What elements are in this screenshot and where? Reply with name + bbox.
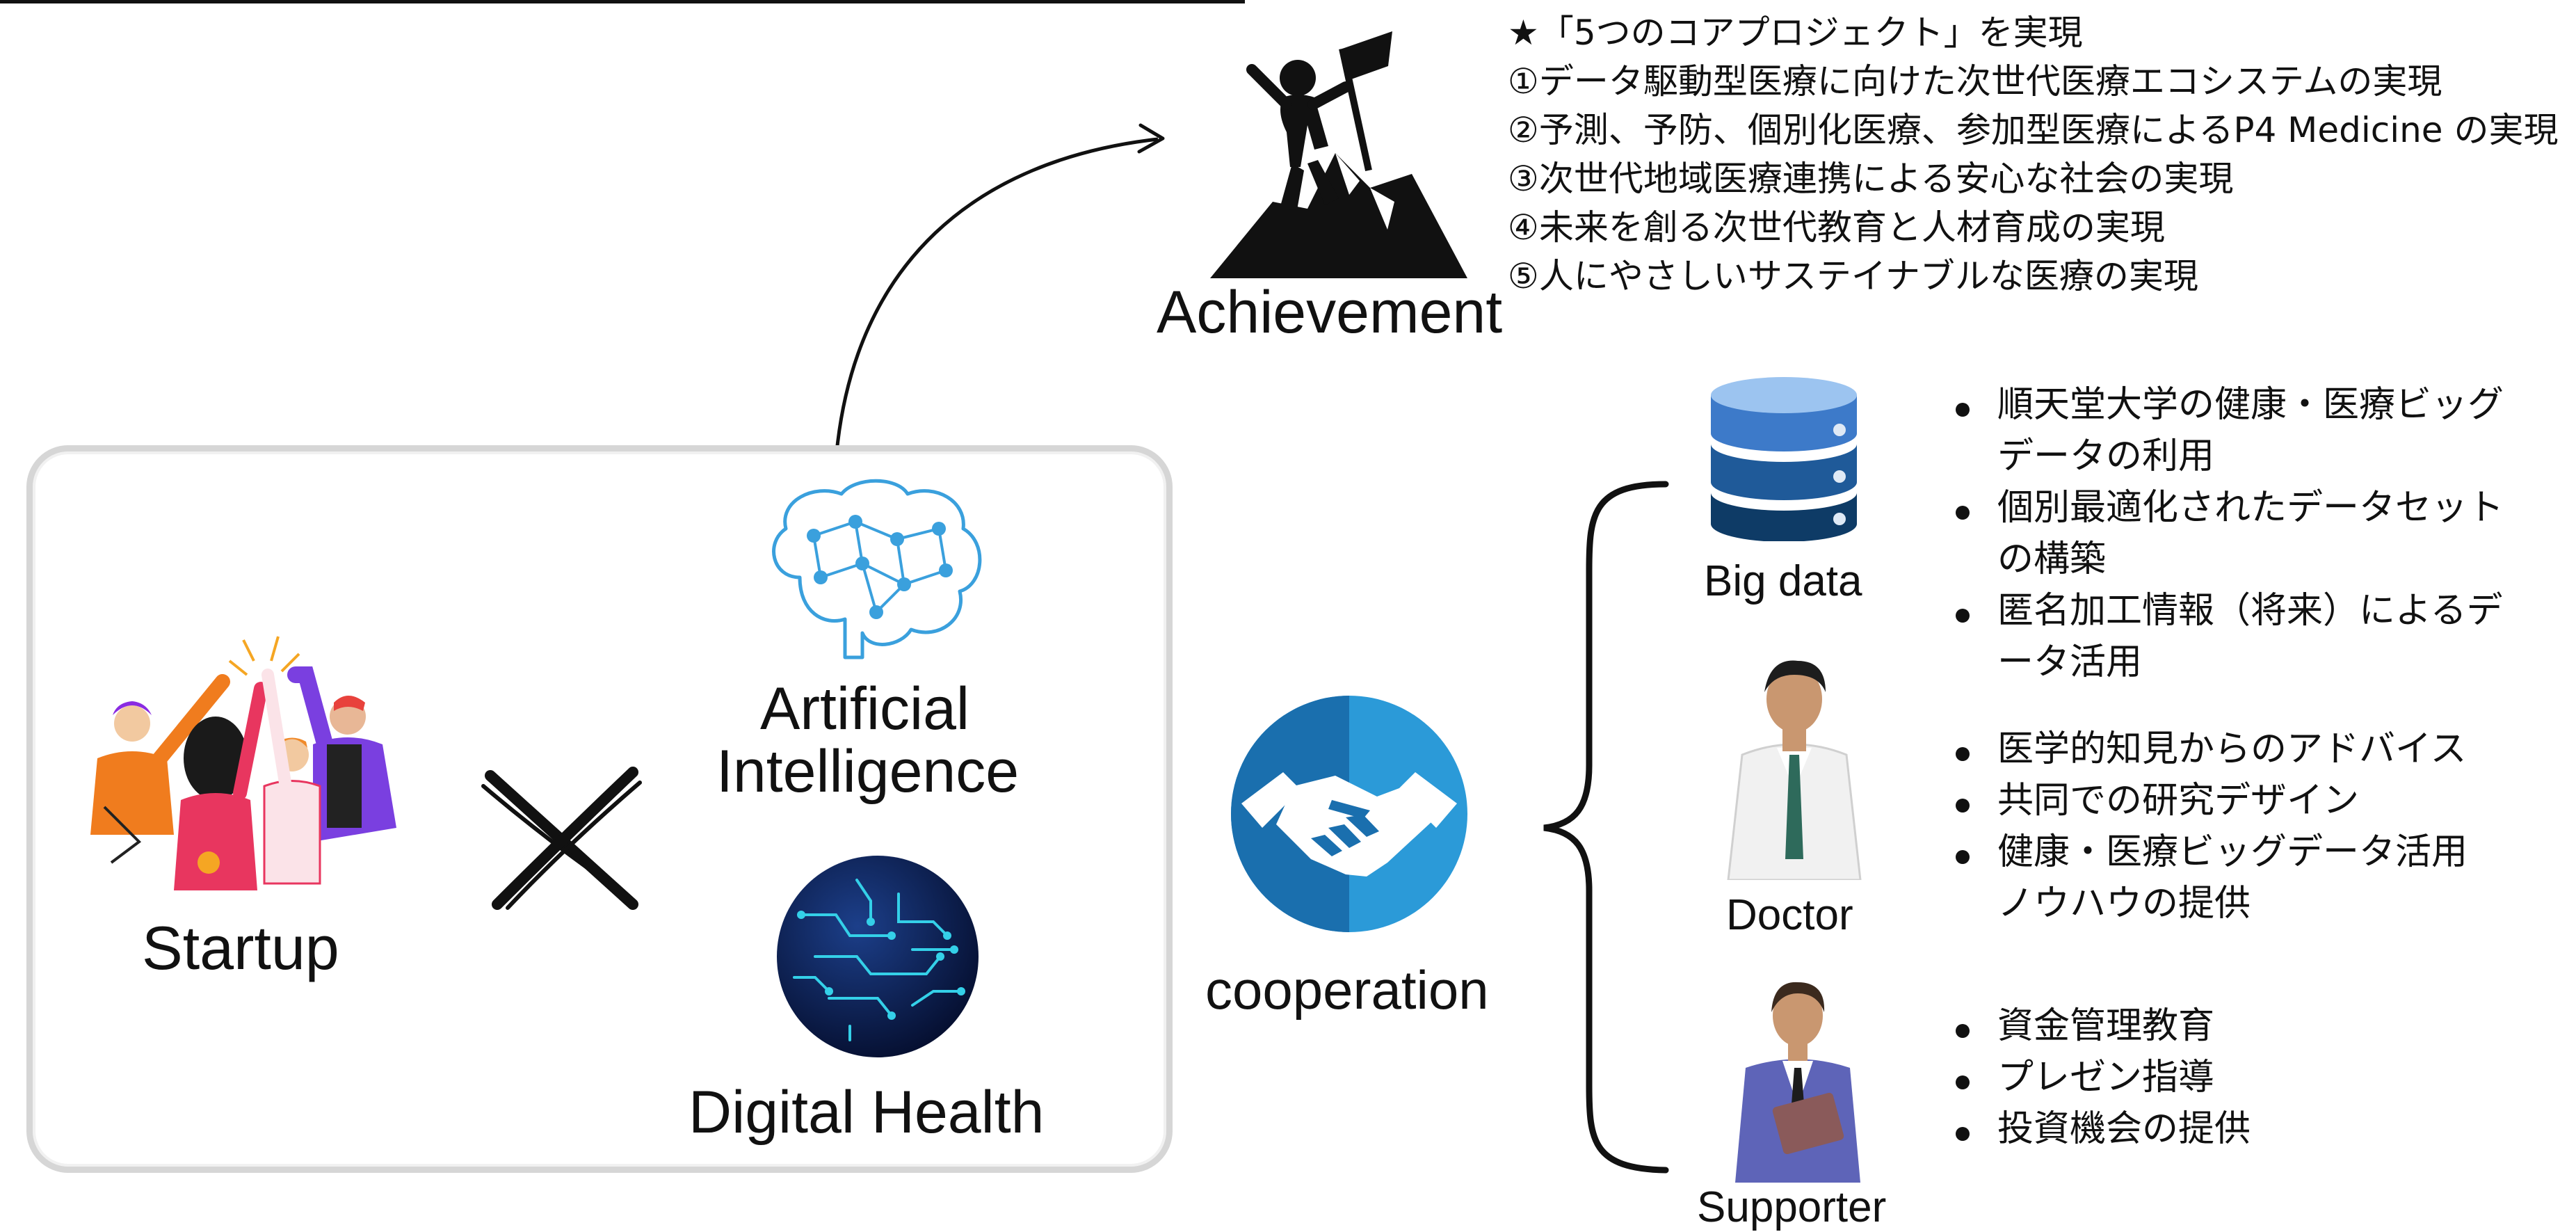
supporter-benefits: 資金管理教育 プレゼン指導 投資機会の提供 — [1947, 1000, 2251, 1155]
list-item: 個別最適化されたデータセット — [1947, 482, 2504, 534]
doctor-icon — [1727, 660, 1862, 880]
handshake-icon — [1231, 696, 1467, 932]
startup-label: Startup — [142, 913, 339, 982]
partner-name-doctor: Doctor — [1726, 891, 1853, 939]
list-item-continued: ータ活用 — [1997, 641, 2143, 683]
list-item: 投資機会の提供 — [1947, 1103, 2251, 1155]
cooperation-label: cooperation — [1205, 959, 1489, 1021]
list-item: プレゼン指導 — [1947, 1052, 2251, 1103]
achievement-goals: ★「5つのコアプロジェクト」を実現 ①データ駆動型医療に向けた次世代医療エコシス… — [1508, 8, 2558, 301]
goal-item: ⑤人にやさしいサステイナブルな医療の実現 — [1508, 256, 2198, 296]
progress-arrow — [835, 137, 1159, 453]
list-item: 資金管理教育 — [1947, 1000, 2251, 1052]
list-item: 順天堂大学の健康・医療ビッグ — [1947, 379, 2504, 431]
top-rule — [0, 0, 1245, 3]
partner-name-big-data: Big data — [1704, 557, 1862, 605]
startup-team-icon — [90, 636, 396, 890]
database-icon — [1711, 377, 1857, 541]
goal-item: ①データ駆動型医療に向けた次世代医療エコシステムの実現 — [1508, 61, 2442, 102]
achievement-heading: ★「5つのコアプロジェクト」を実現 — [1508, 13, 2083, 53]
summit-flag-icon — [1210, 31, 1467, 278]
digital-health-label: Digital Health — [689, 1079, 1045, 1146]
left-panel — [26, 445, 1173, 1173]
big-data-benefits: 順天堂大学の健康・医療ビッグ データの利用 個別最適化されたデータセット の構築… — [1947, 379, 2504, 688]
list-item-continued: データの利用 — [1997, 435, 2215, 477]
achievement-label: Achievement — [1157, 279, 1503, 346]
brain-icon — [772, 479, 982, 659]
goal-item: ③次世代地域医療連携による安心な社会の実現 — [1508, 159, 2234, 199]
ai-label-line1: Artificial — [760, 675, 970, 742]
cross-icon — [481, 767, 642, 910]
list-item-continued: ノウハウの提供 — [1997, 883, 2251, 925]
list-item: 共同での研究デザイン — [1947, 775, 2468, 826]
doctor-benefits: 医学的知見からのアドバイス 共同での研究デザイン 健康・医療ビッグデータ活用 ノ… — [1947, 723, 2468, 929]
supporter-icon — [1735, 982, 1860, 1183]
list-item: 医学的知見からのアドバイス — [1947, 723, 2468, 775]
list-item-continued: の構築 — [1997, 538, 2107, 580]
list-item: 匿名加工情報（将来）によるデ — [1947, 585, 2504, 637]
goal-item: ④未来を創る次世代教育と人材育成の実現 — [1508, 207, 2165, 248]
ai-label-line2: Intelligence — [716, 738, 1020, 805]
goal-item: ②予測、予防、個別化医療、参加型医療によるP4 Medicine の実現 — [1508, 110, 2559, 150]
partner-name-supporter: Supporter — [1697, 1183, 1887, 1231]
digital-globe-icon — [777, 856, 979, 1057]
list-item: 健康・医療ビッグデータ活用 — [1947, 826, 2468, 878]
partner-brace — [1543, 481, 1669, 1174]
